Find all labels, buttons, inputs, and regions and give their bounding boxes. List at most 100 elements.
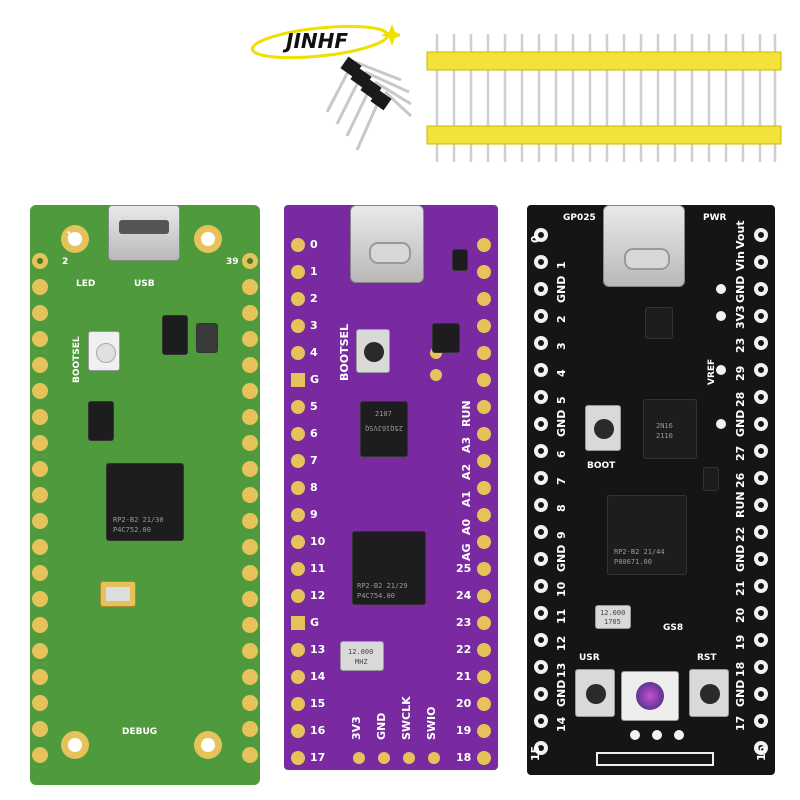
logo-text: JINHF <box>286 29 349 53</box>
purple-rp2040-chip: RP2-B2 21/29 P4C754.00 <box>352 531 426 605</box>
black-left-pin-6: 6 <box>555 450 568 458</box>
purple-right-pin-22: 22 <box>456 643 472 656</box>
purple-bootsel-label: BOOTSEL <box>338 323 351 381</box>
purple-left-pin-g2: G <box>310 616 320 629</box>
black-right-pin-22: 22 <box>734 526 747 542</box>
black-right-pin-26: 26 <box>734 472 747 488</box>
black-left-pin-4: 4 <box>555 369 568 377</box>
black-flash-line1: 2N16 <box>656 422 673 430</box>
green-debug-label: DEBUG <box>122 727 158 737</box>
black-left-pin-7: 7 <box>555 477 568 485</box>
purple-left-pin-g1: G <box>310 373 320 386</box>
black-chip-line1: RP2-B2 21/44 <box>614 548 665 556</box>
purple-right-label-a0: A0 <box>460 518 473 535</box>
purple-left-pin-6: 6 <box>310 427 318 440</box>
black-gp025-label: GP025 <box>563 213 596 223</box>
purple-right-pin-24: 24 <box>456 589 472 602</box>
purple-right-pin-20: 20 <box>456 697 472 710</box>
black-right-pin-gnd1: GND <box>734 275 747 303</box>
black-left-pin-1: 1 <box>555 261 568 269</box>
black-crystal-line2: 1705 <box>604 618 621 626</box>
black-flash-line2: 2110 <box>656 432 673 440</box>
purple-left-pin-16: 16 <box>310 724 326 737</box>
black-boot-button[interactable] <box>585 405 621 451</box>
purple-left-pin-15: 15 <box>310 697 326 710</box>
black-right-pin-28: 28 <box>734 391 747 407</box>
green-rp2040-chip: RP2-B2 21/30 P4C752.00 <box>106 463 184 541</box>
black-board: 0 1 GND 2 3 4 5 GND 6 7 8 9 GND 10 11 12… <box>527 205 775 775</box>
purple-board-pads <box>291 238 491 765</box>
green-crystal <box>100 581 136 607</box>
purple-flash-chip: 25Q16JVSQ 2107 <box>360 401 408 457</box>
black-left-pin-gnd4: GND <box>555 679 568 707</box>
purple-left-pin-1: 1 <box>310 265 318 278</box>
black-left-pin-11: 11 <box>555 608 568 624</box>
black-usr-button[interactable] <box>575 669 615 717</box>
green-pin-1-label: 1 <box>66 231 73 241</box>
purple-right-label-a2: A2 <box>460 463 473 480</box>
black-left-pin-12: 12 <box>555 635 568 651</box>
black-rst-button[interactable] <box>689 669 729 717</box>
purple-right-pin-19: 19 <box>456 724 472 737</box>
black-flash-chip: 2N16 2110 <box>643 399 697 459</box>
black-right-pin-20: 20 <box>734 607 747 623</box>
right-angle-header-icon <box>325 56 413 151</box>
black-left-pin-3: 3 <box>555 342 568 350</box>
green-pin-39-label: 39 <box>226 257 239 267</box>
black-chip-line2: P80671.00 <box>614 558 652 566</box>
purple-right-label-ag: AG <box>460 543 473 561</box>
black-left-pin-13: 13 <box>555 662 568 678</box>
purple-left-pin-4: 4 <box>310 346 318 359</box>
black-right-pin-23: 23 <box>734 337 747 353</box>
black-rp2040-chip: RP2-B2 21/44 P80671.00 <box>607 495 687 575</box>
black-right-pin-3v3: 3V3 <box>734 305 747 329</box>
purple-bottom-swclk: SWCLK <box>400 696 413 740</box>
purple-bottom-3v3: 3V3 <box>350 716 363 740</box>
black-right-pin-18: 18 <box>734 661 747 677</box>
purple-right-pin-18: 18 <box>456 751 472 764</box>
purple-bootsel-button[interactable] <box>356 329 390 373</box>
green-bootsel-button[interactable] <box>88 331 120 371</box>
black-right-pin-vin: Vin <box>734 251 747 271</box>
black-right-pin-gnd2: GND <box>734 409 747 437</box>
black-right-pin-vout: Vout <box>734 220 747 249</box>
purple-regulator <box>432 323 460 353</box>
purple-left-pin-14: 14 <box>310 670 326 683</box>
black-right-pin-17: 17 <box>734 715 747 731</box>
black-vref-ic <box>703 467 719 491</box>
black-rst-label: RST <box>697 653 717 663</box>
black-vref-label: VREF <box>707 358 717 385</box>
purple-left-pin-9: 9 <box>310 508 318 521</box>
green-chip-line1: RP2-B2 21/30 <box>113 516 164 524</box>
purple-left-pin-0: 0 <box>310 238 318 251</box>
black-usr-label: USR <box>579 653 600 663</box>
black-rgb-led <box>621 671 679 721</box>
purple-usb-c-port <box>350 205 424 283</box>
purple-right-pin-23: 23 <box>456 616 472 629</box>
black-left-pin-14: 14 <box>555 716 568 732</box>
green-pico-board: 1 2 39 LED USB BOOTSEL RP2-B2 21/30 P4C7… <box>30 205 260 785</box>
purple-chip-line2: P4C754.00 <box>357 592 395 600</box>
black-left-pin-gnd1: GND <box>555 275 568 303</box>
purple-flash-line1: 25Q16JVSQ <box>365 424 403 432</box>
green-regulator-chip <box>196 323 218 353</box>
green-pin-2-label: 2 <box>62 257 69 267</box>
purple-board: 0 1 2 3 4 G 5 6 7 8 9 10 11 12 G 13 14 1… <box>284 205 498 770</box>
brand-logo: JINHF <box>250 20 403 64</box>
purple-left-pin-2: 2 <box>310 292 318 305</box>
black-right-pin-21: 21 <box>734 580 747 596</box>
purple-right-pin-25: 25 <box>456 562 472 575</box>
purple-left-pin-11: 11 <box>310 562 326 575</box>
black-left-pin-15: 15 <box>529 745 542 761</box>
black-boot-label: BOOT <box>587 461 616 471</box>
logo-ellipse-icon <box>250 24 403 60</box>
purple-right-label-run: RUN <box>460 400 473 427</box>
black-pwr-label: PWR <box>703 213 727 223</box>
green-chip-line2: P4C752.00 <box>113 526 151 534</box>
black-left-pin-2: 2 <box>555 315 568 323</box>
black-right-pin-gnd4: GND <box>734 679 747 707</box>
black-right-pin-29: 29 <box>734 365 747 381</box>
black-right-pin-gnd3: GND <box>734 544 747 572</box>
black-right-pin-19: 19 <box>734 634 747 650</box>
purple-crystal-line1: 12.000 <box>348 648 374 656</box>
